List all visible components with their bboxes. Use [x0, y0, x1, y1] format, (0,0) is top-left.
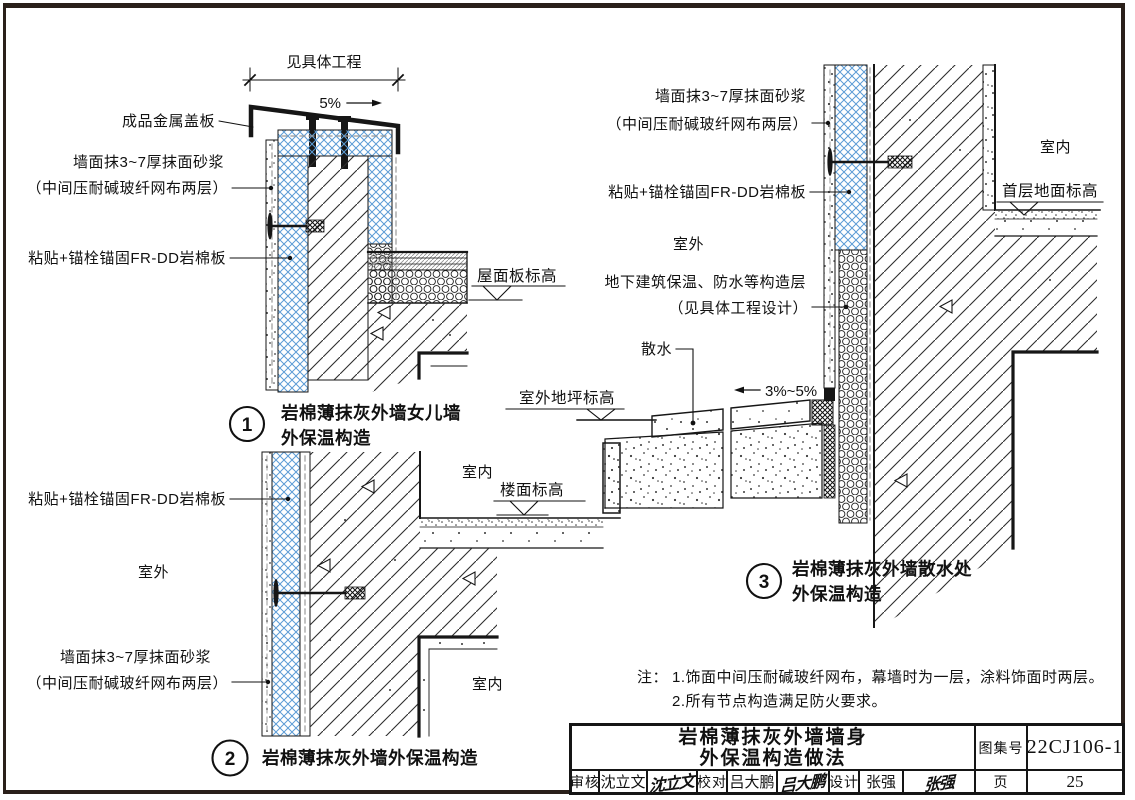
notes-prefix: 注： — [637, 669, 669, 686]
indoor-lower-label: 室内 — [472, 676, 503, 693]
leader-labels: 成品金属盖板 墙面抹3~7厚抹面砂浆 （中间压耐碱玻纤网布两层） 粘贴+锚栓锚固… — [26, 112, 293, 267]
detail-number: 2 — [225, 749, 236, 770]
leader-labels: 墙面抹3~7厚抹面砂浆 （中间压耐碱玻纤网布两层） 粘贴+锚栓锚固FR-DD岩棉… — [604, 87, 1071, 317]
page-number: 25 — [1027, 770, 1123, 793]
sheet-title: 岩棉薄抹灰外墙墙身 外保温构造做法 — [571, 725, 975, 770]
indoor-upper-label: 室内 — [462, 464, 493, 481]
roof-level-mark: 屋面板标高 — [468, 267, 566, 301]
underground-label-2: （见具体工程设计） — [668, 300, 808, 317]
design-signature: 张强 — [903, 770, 975, 793]
detail-title-line2: 外保温构造 — [792, 584, 882, 604]
atlas-number-label: 图集号 — [975, 725, 1027, 770]
parapet-wall — [265, 129, 397, 393]
sheet-title-line2: 外保温构造做法 — [699, 747, 847, 769]
floor-level-label: 楼面标高 — [500, 481, 564, 499]
apron-leader: 散水 — [641, 341, 696, 426]
mortar-label-2: （中间压耐碱玻纤网布两层） — [26, 675, 228, 692]
detail-title-line2: 外保温构造 — [281, 428, 371, 448]
detail-2-wall: 楼面标高 室内 室内 粘贴+锚栓锚固FR-DD岩棉板 室外 墙面抹3~7厚抹面砂… — [26, 442, 621, 777]
anchor-bolt — [267, 212, 325, 240]
mortar-label-1: 墙面抹3~7厚抹面砂浆 — [60, 648, 211, 666]
first-floor-slab — [994, 209, 1101, 237]
detail-2-title: 2 岩棉薄抹灰外墙外保温构造 — [211, 739, 478, 777]
leader-labels: 粘贴+锚栓锚固FR-DD岩棉板 室外 墙面抹3~7厚抹面砂浆 （中间压耐碱玻纤网… — [26, 490, 291, 692]
page-border — [3, 3, 1125, 794]
atlas-number-value: 22CJ106-1 — [1027, 725, 1123, 770]
concrete-marks — [893, 119, 1051, 521]
slope-arrow: 5% — [319, 95, 382, 112]
floor-level-label: 首层地面标高 — [1002, 182, 1098, 200]
underground-label-1: 地下建筑保温、防水等构造层 — [604, 273, 806, 291]
detail-title: 岩棉薄抹灰外墙外保温构造 — [261, 748, 478, 768]
anchor-bolt — [827, 148, 913, 176]
mortar-label-2: （中间压耐碱玻纤网布两层） — [26, 180, 228, 197]
note-line-1: 1.饰面中间压耐碱玻纤网布，幕墙时为一层，涂料饰面时两层。 — [672, 669, 1105, 686]
metal-cap-label: 成品金属盖板 — [122, 112, 215, 130]
concrete-marks — [316, 479, 476, 691]
outdoor-label: 室外 — [138, 564, 169, 581]
ground-level-label: 室外地坪标高 — [519, 389, 615, 407]
mortar-label-2: （中间压耐碱玻纤网布两层） — [606, 116, 808, 133]
check-label: 校对 — [697, 770, 727, 793]
audit-name: 沈立文 — [599, 770, 647, 793]
detail-3-apron: 3%~5% 散水 室外地坪标高 墙面抹3~7厚抹面砂浆 （中间压耐碱玻纤网布两层… — [505, 64, 1104, 630]
detail-1-title: 1 岩棉薄抹灰外墙女儿墙 外保温构造 — [228, 403, 461, 448]
anchor-bolt — [273, 579, 366, 607]
mortar-label-1: 墙面抹3~7厚抹面砂浆 — [655, 87, 806, 105]
title-block: 岩棉薄抹灰外墙墙身 外保温构造做法 图集号 22CJ106-1 审核 沈立文 沈… — [569, 723, 1125, 795]
splash-apron — [576, 399, 836, 509]
metal-cap — [248, 104, 401, 155]
apron-label: 散水 — [641, 341, 672, 358]
page-label: 页 — [975, 770, 1027, 793]
floor-level-mark: 楼面标高 — [493, 481, 586, 516]
check-signature: 吕大鹏 — [777, 770, 829, 793]
detail-number: 3 — [759, 572, 770, 593]
wall-layers — [823, 64, 1099, 630]
apron-slope-arrow: 3%~5% — [734, 383, 817, 400]
general-notes: 注： 1.饰面中间压耐碱玻纤网布，幕墙时为一层，涂料饰面时两层。 2.所有节点构… — [637, 666, 1104, 714]
ground-level-mark: 室外地坪标高 — [505, 389, 625, 421]
audit-signature: 沈立文 — [647, 770, 697, 793]
audit-label: 审核 — [571, 770, 599, 793]
mortar-label-1: 墙面抹3~7厚抹面砂浆 — [73, 153, 224, 171]
sheet-title-line1: 岩棉薄抹灰外墙墙身 — [678, 726, 868, 748]
detail-1-parapet: 见具体工程 5% — [26, 54, 566, 448]
detail-3-title: 3 岩棉薄抹灰外墙散水处 外保温构造 — [745, 559, 972, 604]
dimension: 见具体工程 — [242, 54, 406, 92]
rockwool-label: 粘贴+锚栓锚固FR-DD岩棉板 — [608, 183, 806, 201]
note-line-2: 2.所有节点构造满足防火要求。 — [672, 693, 888, 710]
dim-label: 见具体工程 — [286, 54, 361, 71]
roof-level-label: 屋面板标高 — [477, 267, 557, 285]
design-name: 张强 — [859, 770, 903, 793]
roof-assembly — [366, 250, 469, 393]
floor-level-mark: 首层地面标高 — [996, 182, 1104, 216]
outdoor-label: 室外 — [673, 236, 704, 253]
indoor-label: 室内 — [1040, 139, 1071, 156]
detail-number: 1 — [242, 415, 253, 436]
check-name: 吕大鹏 — [727, 770, 777, 793]
detail-title-line1: 岩棉薄抹灰外墙女儿墙 — [280, 403, 461, 423]
rockwool-label: 粘贴+锚栓锚固FR-DD岩棉板 — [28, 490, 226, 508]
detail-title-line1: 岩棉薄抹灰外墙散水处 — [791, 559, 972, 579]
rockwool-label: 粘贴+锚栓锚固FR-DD岩棉板 — [28, 249, 226, 267]
design-label: 设计 — [829, 770, 859, 793]
apron-slope-label: 3%~5% — [765, 383, 817, 400]
slope-label: 5% — [319, 95, 341, 112]
